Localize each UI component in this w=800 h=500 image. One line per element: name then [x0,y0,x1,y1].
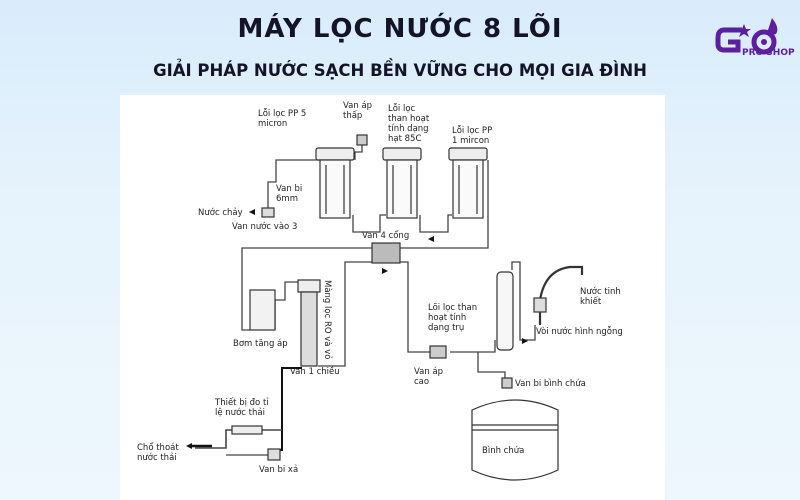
low-pressure-valve [356,134,368,146]
gooseneck-faucet [538,265,584,325]
flush-valve [267,448,281,461]
filter-pp1 [448,147,488,219]
storage-tank [471,399,559,481]
booster-pump [249,289,276,331]
label-inlet-valve: Van nước vào 3 [232,222,298,232]
label-ro-membrane: Màng lọc RO và vỏ [322,280,332,360]
label-storage-tank: Bình chứa [482,446,525,456]
page-subtitle: GIẢI PHÁP NƯỚC SẠCH BỀN VỮNG CHO MỌI GIA… [153,61,647,80]
ro-membrane-housing [297,279,321,367]
inlet-valve [261,207,275,218]
label-carbon-85c: Lỗi lọc than hoạt tính dạng hạt 85C [388,104,430,144]
filter-carbon-85c [382,147,422,219]
waste-ratio-meter [231,425,263,435]
label-ball-valve-6mm: Van bi 6mm [276,184,303,204]
carbon-post-filter [496,271,514,351]
logo-text: PRO SHOP [742,48,795,58]
high-pressure-valve [429,345,447,359]
page-title: MÁY LỌC NƯỚC 8 LÕI [237,14,563,44]
label-tank-valve: Van bi bình chứa [515,379,586,389]
pro-shop-logo [715,18,778,55]
pipes [190,140,536,456]
label-check-valve: Van 1 chiều [290,367,340,377]
label-booster-pump: Bơm tăng áp [233,339,288,349]
label-pp1-filter: Lỗi lọc PP 1 mircon [452,126,493,146]
label-waste-ratio-meter: Thiết bị đo tỉ lệ nước thải [215,398,269,418]
filter-pp5 [315,147,355,219]
label-low-pressure-valve: Van áp thấp [343,101,373,121]
label-high-pressure-valve: Van áp cao [414,367,444,387]
label-carbon-post: Lõi lọc than hoạt tính dạng trụ [428,303,478,333]
label-pp5-filter: Lỗi lọc PP 5 micron [258,109,307,129]
flow-arrows [186,209,528,449]
tank-valve [501,377,513,389]
label-flush-valve: Van bi xả [259,465,299,475]
label-water-in: Nước chảy [198,208,243,218]
label-drain: Chổ thoát nước thải [137,443,179,463]
four-way-valve [371,242,401,264]
label-four-way-valve: Van 4 cổng [362,231,410,241]
label-gooseneck-faucet: Vòi nước hình ngỗng [536,327,623,337]
label-pure-water: Nước tinh khiết [580,287,621,307]
